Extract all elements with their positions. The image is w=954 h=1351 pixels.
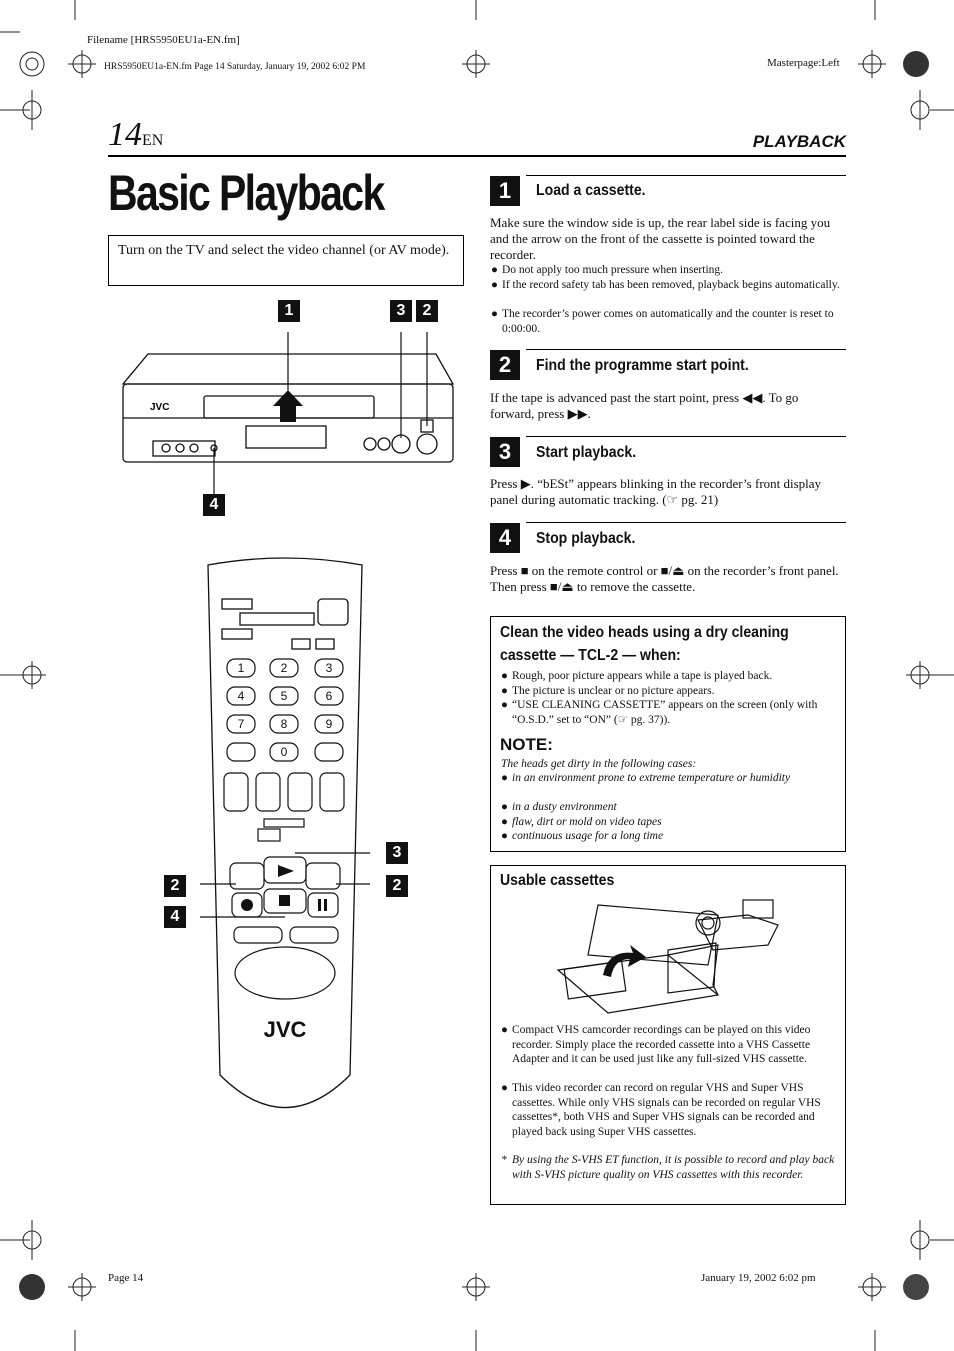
clean-heads-title: Clean the video heads using a dry cleani…: [500, 624, 789, 664]
usable-bullet: ●This video recorder can record on regul…: [501, 1082, 821, 1138]
remote-brand: JVC: [264, 1017, 307, 1042]
file-info: HRS5950EU1a-EN.fm Page 14 Saturday, Janu…: [104, 62, 366, 72]
step-4-rule: [526, 522, 846, 523]
callout-3-remote: 3: [386, 842, 408, 864]
note-heading: NOTE:: [500, 735, 553, 754]
footer-page: Page 14: [108, 1272, 144, 1284]
svg-text:7: 7: [238, 717, 245, 731]
svg-text:4: 4: [238, 689, 245, 703]
page-title: Basic Playback: [108, 165, 385, 221]
header-rule: [108, 155, 846, 157]
callout-2-remote-left: 2: [164, 875, 186, 897]
callout-4-remote: 4: [164, 906, 186, 928]
clean-heads-box: [490, 616, 846, 852]
remote-illustration: 1 2 3 4 5 6 7 8 9 0 JVC: [200, 557, 370, 1108]
page-lang: EN: [142, 132, 164, 149]
step-4-text: Press ■ on the remote control or ■/⏏ on …: [490, 563, 839, 594]
step-2-rule: [526, 349, 846, 350]
usable-cassettes-box: [490, 865, 846, 1205]
step-2-title: Find the programme start point.: [536, 357, 749, 374]
section-tag: PLAYBACK: [752, 132, 846, 151]
svg-text:1: 1: [238, 661, 245, 675]
svg-text:6: 6: [326, 689, 333, 703]
step-1-badge: 1: [490, 176, 520, 206]
step-4-title: Stop playback.: [536, 530, 636, 547]
usable-footnote: *By using the S-VHS ET function, it is p…: [501, 1154, 835, 1181]
page-number: 14: [108, 116, 142, 153]
note-bullet: ●in an environment prone to extreme temp…: [501, 772, 791, 784]
vcr-brand: JVC: [150, 402, 169, 413]
masterpage: Masterpage:Left: [767, 57, 840, 69]
step-1-rule: [526, 175, 846, 176]
callout-4-vcr: 4: [203, 494, 225, 516]
svg-text:2: 2: [281, 661, 288, 675]
svg-text:9: 9: [326, 717, 333, 731]
step-2-badge: 2: [490, 350, 520, 380]
step-3-badge: 3: [490, 437, 520, 467]
cassette-adapter-illustration: [556, 899, 779, 1014]
step-1-bullet: ●Do not apply too much pressure when ins…: [491, 264, 724, 276]
svg-text:0: 0: [281, 745, 288, 759]
note-bullet: ●in a dusty environment: [501, 801, 617, 813]
svg-text:5: 5: [281, 689, 288, 703]
note-intro: The heads get dirty in the following cas…: [501, 758, 697, 770]
step-4-badge: 4: [490, 523, 520, 553]
step-3-title: Start playback.: [536, 444, 637, 461]
note-bullet: ●flaw, dirt or mold on video tapes: [501, 816, 662, 828]
svg-text:3: 3: [326, 661, 333, 675]
step-1-bullet: ●If the record safety tab has been remov…: [491, 279, 840, 291]
clean-bullet: ●Rough, poor picture appears while a tap…: [501, 670, 773, 682]
clean-bullet: ●“USE CLEANING CASSETTE” appears on the …: [501, 699, 818, 726]
callout-3-vcr: 3: [390, 300, 412, 322]
footer-date: January 19, 2002 6:02 pm: [701, 1272, 816, 1284]
usable-cassettes-title: Usable cassettes: [500, 872, 615, 889]
step-3-text: Press ▶. “bESt” appears blinking in the …: [490, 476, 822, 507]
intro-text: Turn on the TV and select the video chan…: [118, 243, 450, 258]
step-3-rule: [526, 436, 846, 437]
callout-2-remote-right: 2: [386, 875, 408, 897]
clean-bullet: ●The picture is unclear or no picture ap…: [501, 685, 715, 697]
usable-bullet: ●Compact VHS camcorder recordings can be…: [501, 1024, 811, 1065]
svg-text:8: 8: [281, 717, 288, 731]
step-2-text: If the tape is advanced past the start p…: [490, 390, 799, 421]
vcr-illustration: JVC: [121, 332, 455, 494]
step-1-title: Load a cassette.: [536, 182, 646, 199]
callout-1-vcr: 1: [278, 300, 300, 322]
note-bullet: ●continuous usage for a long time: [501, 830, 664, 842]
intro-box: Turn on the TV and select the video chan…: [108, 235, 464, 286]
page-number-block: 14EN: [108, 116, 163, 154]
step-1-text: Make sure the window side is up, the rea…: [490, 215, 831, 262]
step-1-bullet: ●The recorder’s power comes on automatic…: [491, 308, 834, 335]
filename: Filename [HRS5950EU1a-EN.fm]: [87, 34, 240, 46]
callout-2-vcr: 2: [416, 300, 438, 322]
